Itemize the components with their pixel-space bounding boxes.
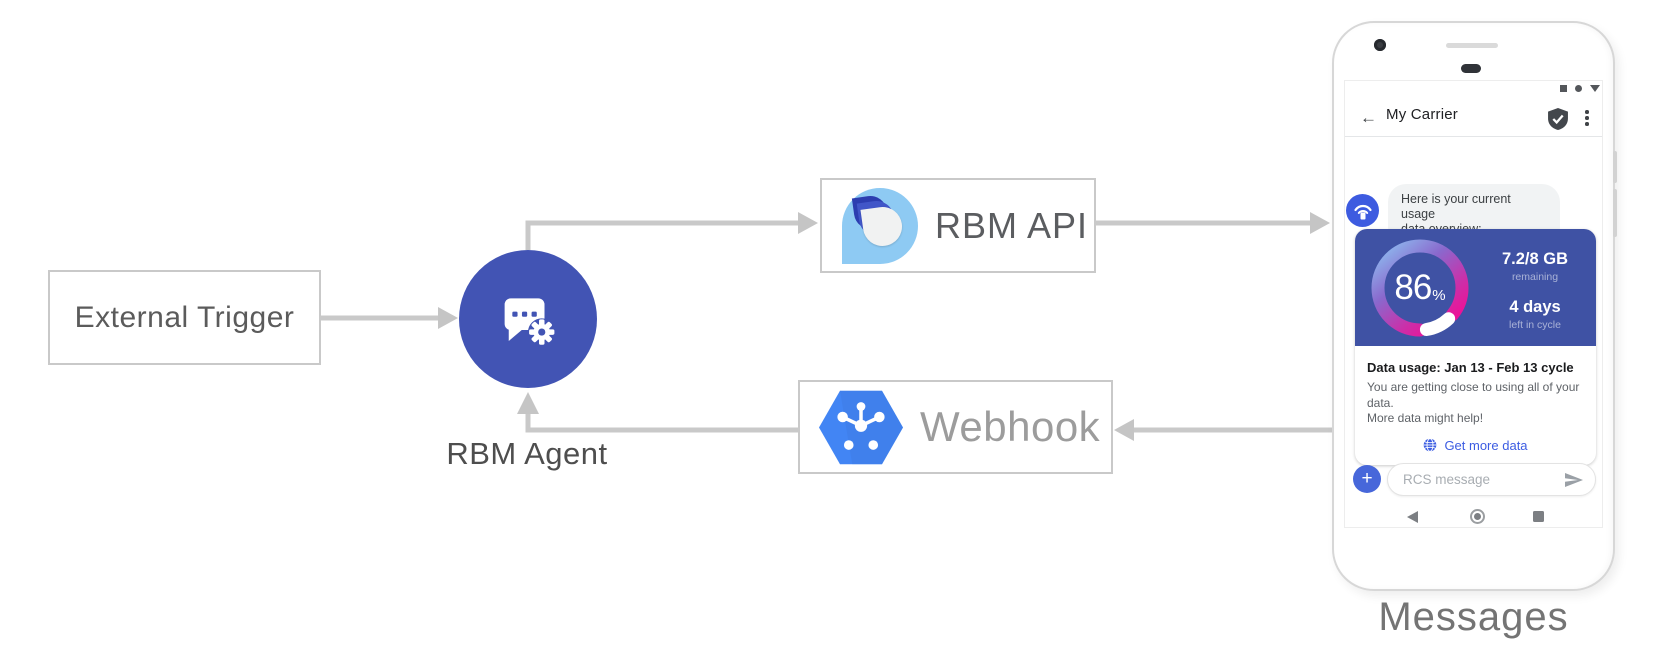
days-left-caption: left in cycle — [1509, 319, 1561, 331]
back-arrow-icon[interactable]: ← — [1360, 108, 1377, 127]
message-compose-field — [1387, 463, 1596, 496]
verified-shield-icon — [1548, 108, 1568, 130]
nav-recents-button[interactable] — [1533, 511, 1544, 522]
rbm-api-logo-icon — [842, 187, 918, 264]
nav-home-button[interactable] — [1470, 509, 1485, 524]
data-remaining-caption: remaining — [1511, 271, 1559, 283]
usage-body-line2: More data might help! — [1367, 411, 1484, 425]
status-bar — [1560, 85, 1600, 92]
globe-icon — [1424, 438, 1437, 452]
messages-caption: Messages — [1378, 595, 1569, 639]
plus-icon: + — [1361, 467, 1373, 489]
get-more-data-label: Get more data — [1444, 437, 1528, 453]
power-button — [1613, 189, 1617, 237]
external-trigger-node: External Trigger — [48, 270, 321, 365]
bubble-text-line1: Here is your current usage — [1401, 192, 1511, 221]
usage-percent-value: 86 — [1394, 268, 1432, 307]
usage-percent: 86 % — [1370, 238, 1470, 338]
front-camera — [1374, 39, 1386, 51]
usage-card-body: You are getting close to using all of yo… — [1367, 380, 1584, 427]
webhook-node: Webhook — [798, 380, 1113, 474]
get-more-data-button[interactable]: Get more data — [1367, 438, 1584, 453]
usage-gauge-panel: 86 % 7.2/8 GB remaining 4 days left in c… — [1355, 229, 1596, 346]
conversation-title: My Carrier — [1386, 106, 1458, 123]
data-usage-card: 86 % 7.2/8 GB remaining 4 days left in c… — [1355, 229, 1596, 465]
days-left-value: 4 days — [1509, 298, 1561, 316]
carrier-wifi-icon — [1353, 204, 1372, 219]
usage-card-title: Data usage: Jan 13 - Feb 13 cycle — [1367, 360, 1574, 375]
status-dot-icon — [1575, 85, 1582, 92]
status-square-icon — [1560, 85, 1567, 92]
phone-mockup: ← My Carrier Here is your current usage … — [1332, 21, 1617, 591]
rbm-api-node: RBM API — [820, 178, 1096, 273]
usage-gauge — [1371, 239, 1469, 337]
usage-text-panel: Data usage: Jan 13 - Feb 13 cycle You ar… — [1355, 346, 1596, 465]
send-icon[interactable] — [1565, 472, 1583, 487]
add-attachment-button[interactable]: + — [1353, 465, 1381, 493]
rcs-message-input[interactable] — [1403, 472, 1565, 487]
status-triangle-icon — [1590, 85, 1600, 92]
rbm-agent-node — [459, 250, 597, 388]
earpiece — [1461, 64, 1481, 73]
cloud-hexagon-icon — [819, 390, 903, 464]
rbm-agent-label: RBM Agent — [446, 436, 608, 471]
top-speaker-grille — [1446, 43, 1498, 48]
usage-body-line1: You are getting close to using all of yo… — [1367, 380, 1580, 410]
data-remaining-value: 7.2/8 GB — [1501, 250, 1569, 268]
rbm-api-label: RBM API — [935, 204, 1089, 246]
overflow-menu-icon[interactable] — [1585, 110, 1589, 126]
chat-bubble-gear-icon — [504, 298, 556, 346]
volume-button — [1613, 151, 1617, 183]
webhook-label: Webhook — [920, 403, 1101, 450]
agent-avatar — [1346, 194, 1379, 227]
header-divider — [1345, 136, 1602, 137]
phone-screen: ← My Carrier Here is your current usage … — [1344, 80, 1603, 528]
usage-stats: 7.2/8 GB remaining 4 days left in cycle — [1483, 250, 1587, 331]
nav-back-button[interactable] — [1407, 511, 1418, 523]
external-trigger-label: External Trigger — [74, 300, 295, 334]
usage-percent-sign: % — [1432, 286, 1446, 304]
